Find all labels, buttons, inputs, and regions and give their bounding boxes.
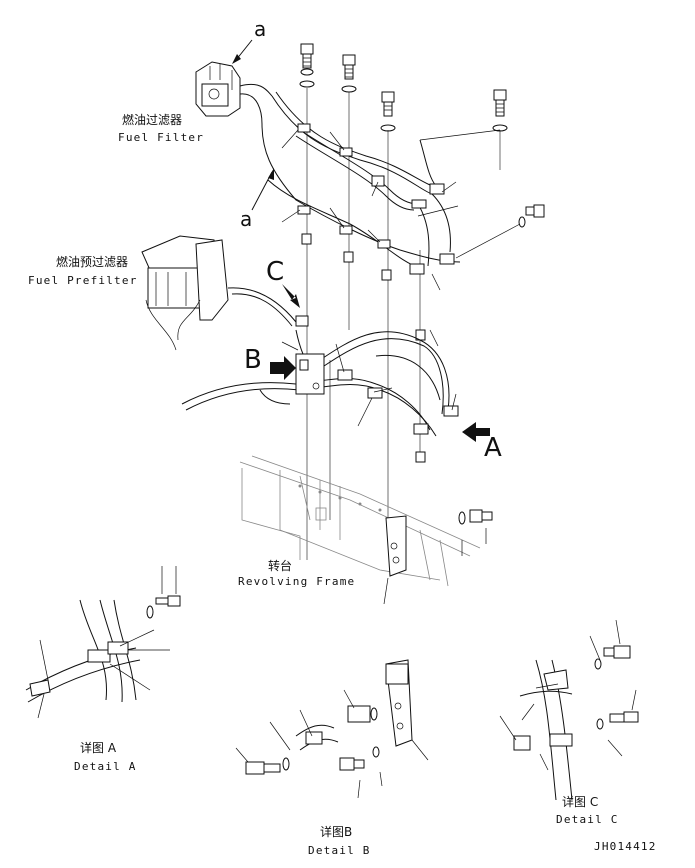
revolving-frame-label-en: Revolving Frame (238, 575, 355, 588)
detail-c-label-zh: 详图 C (562, 794, 598, 809)
callout-c-label: C (266, 257, 284, 287)
detail-b-label-zh: 详图B (320, 824, 352, 839)
revolving-frame-part (239, 455, 481, 587)
bracket-detail-b-location (295, 353, 325, 395)
fuel-prefilter-part (141, 235, 229, 351)
clamp-group-upper (297, 123, 455, 275)
detail-a-label-en: Detail A (74, 760, 137, 773)
clamp-group-lower (295, 315, 459, 435)
ref-a-top: a (254, 17, 266, 41)
leader-lines-upper (281, 129, 501, 291)
callout-b: B (244, 345, 296, 380)
spacer-group (301, 233, 426, 463)
ref-a-mid: a (240, 207, 252, 231)
detail-c-drawing (499, 619, 639, 801)
fuel-filter-part (195, 61, 273, 125)
callout-a-label: A (484, 433, 502, 463)
fuel-prefilter-label-en: Fuel Prefilter (28, 274, 138, 287)
callout-b-label: B (244, 345, 262, 375)
callout-a: A (462, 422, 502, 463)
frame-side-bolt (458, 509, 493, 556)
assembly-centerlines (306, 88, 501, 560)
fuel-prefilter-label-zh: 燃油预过滤器 (56, 254, 128, 269)
detail-a-drawing (25, 566, 181, 719)
leader-lines-lower (281, 329, 457, 427)
bolt-group-top (299, 43, 508, 132)
lower-hose-bundle (181, 287, 450, 437)
revolving-frame-label-zh: 转台 (268, 558, 292, 573)
frame-bracket (383, 515, 407, 605)
callout-c: C (266, 257, 300, 308)
detail-b-label-en: Detail B (308, 844, 371, 857)
detail-a-label-zh: 详图 A (80, 740, 117, 755)
drawing-code: JH014412 (594, 840, 657, 853)
detail-c-label-en: Detail C (556, 813, 619, 826)
fuel-filter-label-zh: 燃油过滤器 (122, 112, 182, 127)
detail-b-drawing (235, 659, 429, 799)
side-bolt-right (455, 204, 545, 259)
upper-hose-bundle (261, 91, 461, 269)
fuel-filter-label-en: Fuel Filter (118, 131, 204, 144)
